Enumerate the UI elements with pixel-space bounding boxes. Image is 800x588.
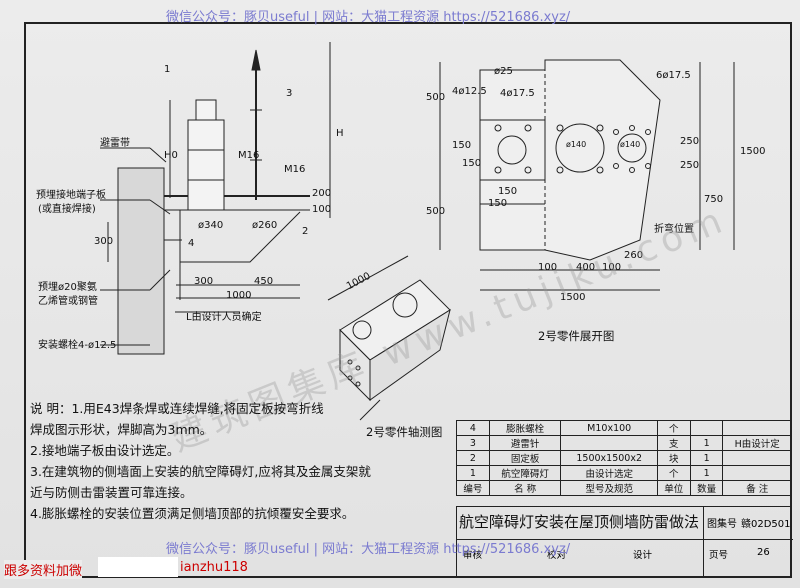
label-lightning-strip: 避雷带 xyxy=(100,138,130,149)
check-label: 校对 xyxy=(547,550,567,561)
label-dim-150a: 150 xyxy=(452,140,472,151)
label-dim-500b: 500 xyxy=(426,206,446,217)
lightning-rod xyxy=(250,49,262,200)
promo-text-right: ianzhu118 xyxy=(180,560,248,575)
label-embedded-plate-note: (或直接焊接) xyxy=(38,204,96,215)
label-dim-150d: 150 xyxy=(488,198,508,209)
drawing-frame xyxy=(24,22,792,578)
label-dim-500a: 500 xyxy=(426,92,446,103)
obstruction-light xyxy=(187,99,225,211)
label-dim-750: 750 xyxy=(704,194,724,205)
label-dim-100b: 100 xyxy=(602,262,622,273)
label-rebar-note: 乙烯管或钢管 xyxy=(38,296,98,307)
label-d12-5: 4ø12.5 xyxy=(452,86,487,97)
label-dim-1500v: 1500 xyxy=(740,146,766,157)
label-d260: ø260 xyxy=(252,220,278,231)
watermark-bottom: 微信公众号：豚贝useful | 网站：大猫工程资源 https://52168… xyxy=(166,542,571,557)
title-block: 航空障碍灯安装在屋顶侧墙防雷做法 图集号 赣02D501 审核 校对 设计 页号… xyxy=(456,506,793,578)
table-row: 2 固定板 1500x1500x2 块 1 xyxy=(456,450,792,466)
redaction-block xyxy=(98,557,178,577)
atlas-number: 赣02D501 xyxy=(741,519,791,530)
wall-section xyxy=(117,167,310,355)
axonometric-part xyxy=(339,279,451,402)
label-dim-h0: H0 xyxy=(164,150,178,161)
caption-axonometric: 2号零件轴测图 xyxy=(366,425,443,439)
note-line: 近与防侧击雷装置可靠连接。 xyxy=(30,485,193,500)
label-dim-400: 400 xyxy=(576,262,596,273)
promo-text-left: 跟多资料加微 xyxy=(4,560,83,579)
table-header-row: 编号 名 称 型号及规范 单位 数量 备 注 xyxy=(456,480,792,496)
label-dim-150b: 150 xyxy=(462,158,482,169)
note-line: 4.膨胀螺栓的安装位置须满足侧墙顶部的抗倾覆安全要求。 xyxy=(30,506,355,521)
parts-table: 4 膨胀螺栓 M10x100 个 3 避雷针 支 1 H由设计定 2 固定板 1… xyxy=(456,420,792,496)
label-m16-a: M16 xyxy=(238,150,260,161)
label-dim-1000: 1000 xyxy=(226,290,252,301)
label-dim-100: 100 xyxy=(312,204,332,215)
atlas-label: 图集号 xyxy=(707,519,737,530)
note-line: 说 明：1.用E43焊条焊或连续焊缝,将固定板按弯折线 xyxy=(30,401,324,416)
label-fold: 折弯位置 xyxy=(654,224,694,235)
label-dim-250b: 250 xyxy=(680,160,700,171)
ref-3: 3 xyxy=(286,88,293,99)
design-label: 设计 xyxy=(633,550,653,561)
label-dim-300: 300 xyxy=(194,276,214,287)
label-dim-450: 450 xyxy=(254,276,274,287)
ref-1: 1 xyxy=(164,64,171,75)
label-d25: ø25 xyxy=(494,66,513,77)
label-m16-b: M16 xyxy=(284,164,306,175)
label-d140b: ø140 xyxy=(620,140,641,149)
label-dim-150c: 150 xyxy=(498,186,518,197)
label-dim-300v: 300 xyxy=(94,236,114,247)
label-rebar: 预埋ø20聚氨 xyxy=(38,282,97,293)
label-bolt: 安装螺栓4-ø12.5 xyxy=(38,340,117,351)
label-dim-h: H xyxy=(336,128,344,139)
ref-4: 4 xyxy=(188,238,195,249)
label-dim-250a: 250 xyxy=(680,136,700,147)
label-d140: ø140 xyxy=(566,140,587,149)
label-d6-17-5: 6ø17.5 xyxy=(656,70,691,81)
bracket xyxy=(179,210,301,263)
page-label: 页号 xyxy=(709,550,729,561)
label-d340: ø340 xyxy=(198,220,224,231)
label-d17-5: 4ø17.5 xyxy=(500,88,535,99)
drawing-title: 航空障碍灯安装在屋顶侧墙防雷做法 xyxy=(459,513,700,531)
page-number: 26 xyxy=(757,547,770,558)
notes-block: 说 明：1.用E43焊条焊或连续焊缝,将固定板按弯折线 焊成图示形状，焊脚高为3… xyxy=(30,398,440,524)
label-dim-200: 200 xyxy=(312,188,332,199)
caption-unfolded: 2号零件展开图 xyxy=(538,329,615,343)
ref-2: 2 xyxy=(302,226,309,237)
note-line: 2.接地端子板由设计选定。 xyxy=(30,443,180,458)
label-note-l: L由设计人员确定 xyxy=(186,312,262,323)
note-line: 焊成图示形状，焊脚高为3mm。 xyxy=(30,422,213,437)
review-label: 审核 xyxy=(463,550,483,561)
label-embedded-plate: 预埋接地端子板 xyxy=(36,190,106,201)
watermark-top: 微信公众号：豚贝useful | 网站：大猫工程资源 https://52168… xyxy=(166,10,571,25)
label-dim-1500h: 1500 xyxy=(560,292,586,303)
note-line: 3.在建筑物的侧墙面上安装的航空障碍灯,应将其及金属支架就 xyxy=(30,464,371,479)
table-row: 4 膨胀螺栓 M10x100 个 xyxy=(456,420,792,436)
label-dim-100a: 100 xyxy=(538,262,558,273)
unfolded-plate xyxy=(479,59,661,261)
table-row: 3 避雷针 支 1 H由设计定 xyxy=(456,435,792,451)
label-dim-260: 260 xyxy=(624,250,644,261)
table-row: 1 航空障碍灯 由设计选定 个 1 xyxy=(456,465,792,481)
